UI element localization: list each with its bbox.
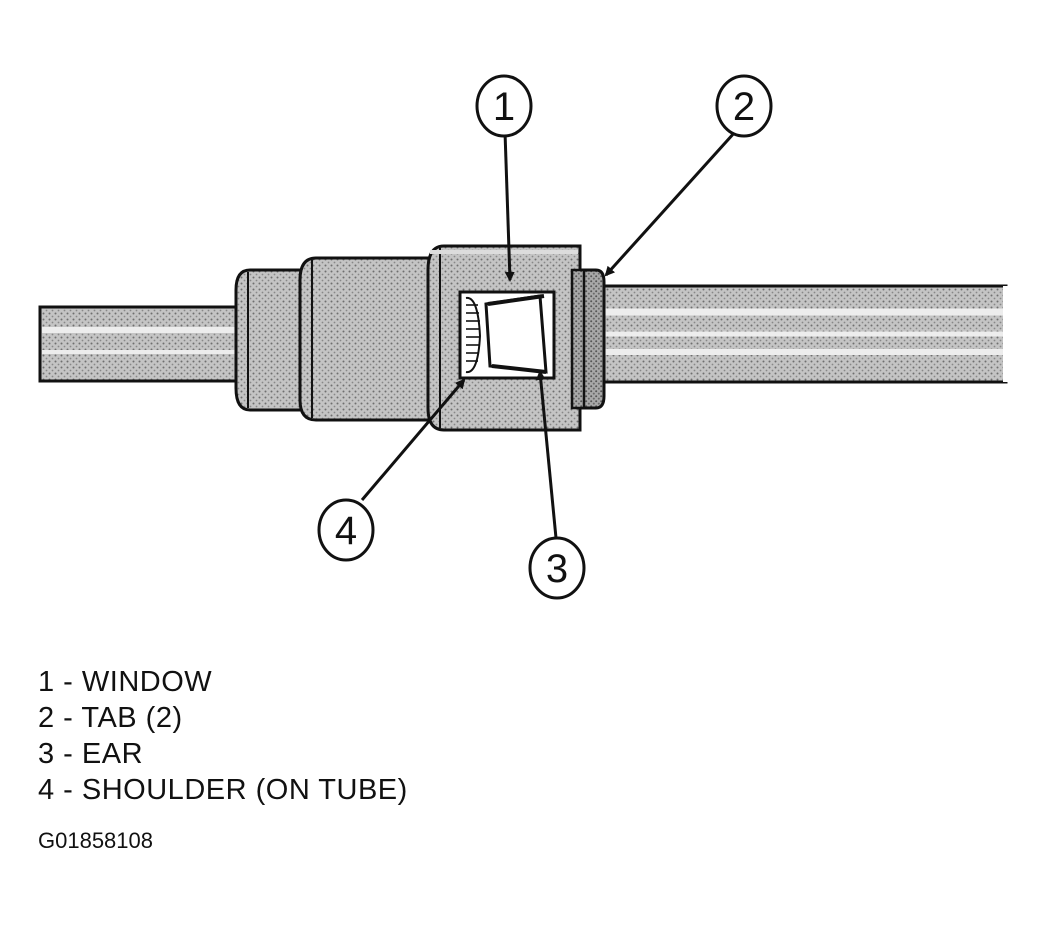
window-opening: [458, 290, 556, 380]
callout-2-circle: [715, 74, 773, 138]
connector-body: [298, 256, 442, 422]
callout-2-number: 2: [733, 85, 755, 129]
callout-1-circle: [475, 74, 533, 138]
callout-3: 3: [528, 536, 586, 600]
shoulder-ridges: [465, 296, 482, 374]
callout-3-number: 3: [546, 547, 568, 591]
legend-item-tab: 2 - TAB (2): [38, 702, 183, 734]
left-tube: [38, 305, 248, 383]
quick-connect-diagram: 1 2 3 4: [38, 74, 1009, 600]
legend-item-window: 1 - WINDOW: [38, 666, 213, 698]
callout-4-number: 4: [335, 509, 357, 553]
right-tube: [594, 284, 1009, 384]
tab-ring: [570, 268, 606, 410]
connector-small-collar: [234, 268, 308, 412]
callout-4-circle: [317, 498, 375, 562]
callout-2: 2: [715, 74, 773, 138]
leader-line-2: [604, 130, 737, 277]
callout-1-number: 1: [493, 85, 515, 129]
leader-line-4: [360, 378, 466, 501]
callout-1: 1: [475, 74, 533, 138]
leader-line-1: [503, 131, 515, 282]
callout-4: 4: [317, 498, 375, 562]
legend: 1 - WINDOW 2 - TAB (2) 3 - EAR 4 - SHOUL…: [38, 664, 408, 808]
legend-item-ear: 3 - EAR: [38, 738, 144, 770]
figure-id: G01858108: [38, 828, 153, 853]
ear-wedge: [484, 294, 548, 374]
legend-item-shoulder: 4 - SHOULDER (ON TUBE): [38, 774, 408, 806]
callout-3-circle: [528, 536, 586, 600]
leader-line-3: [535, 370, 558, 539]
leader-lines: [360, 130, 737, 539]
